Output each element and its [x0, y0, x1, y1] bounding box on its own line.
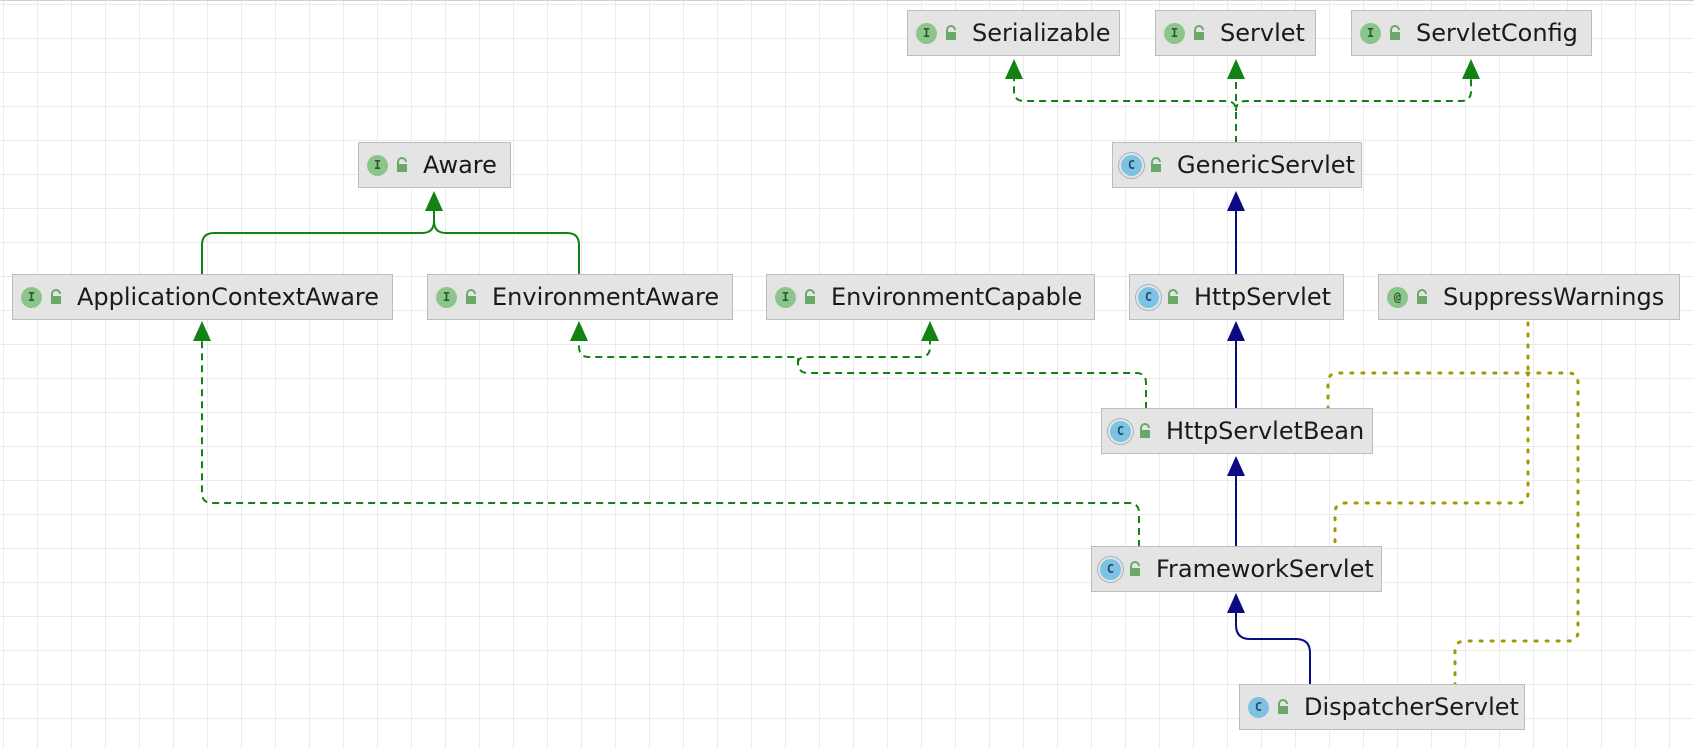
node-servlet[interactable]: I Servlet	[1155, 10, 1316, 56]
class-name: EnvironmentAware	[492, 283, 720, 311]
extends-arrowheads	[1227, 191, 1245, 613]
abstract-class-icon: C	[1100, 558, 1121, 580]
interface-icon: I	[1164, 22, 1185, 44]
node-applicationcontextaware[interactable]: I ApplicationContextAware	[12, 274, 393, 320]
interface-icon: I	[436, 286, 457, 308]
lock-icon	[464, 289, 478, 305]
node-frameworkservlet[interactable]: C FrameworkServlet	[1091, 546, 1382, 592]
class-name: DispatcherServlet	[1304, 693, 1519, 721]
lock-icon	[1166, 289, 1180, 305]
interface-icon: I	[775, 286, 796, 308]
lock-icon	[1276, 699, 1290, 715]
lock-icon	[49, 289, 63, 305]
class-name: SuppressWarnings	[1443, 283, 1665, 311]
node-servletconfig[interactable]: I ServletConfig	[1351, 10, 1592, 56]
interface-icon: I	[21, 286, 42, 308]
lock-icon	[1128, 561, 1142, 577]
lock-icon	[944, 25, 958, 41]
annotation-edges	[1326, 321, 1580, 687]
node-environmentcapable[interactable]: I EnvironmentCapable	[766, 274, 1095, 320]
class-name: HttpServlet	[1194, 283, 1332, 311]
extends-edges	[1235, 209, 1311, 685]
lock-icon	[1149, 157, 1163, 173]
lock-icon	[803, 289, 817, 305]
class-name: ApplicationContextAware	[77, 283, 380, 311]
annotation-icon: @	[1387, 286, 1408, 308]
abstract-class-icon: C	[1138, 286, 1159, 308]
class-name: ServletConfig	[1416, 19, 1578, 47]
class-icon: C	[1248, 696, 1269, 718]
node-genericservlet[interactable]: C GenericServlet	[1112, 142, 1362, 188]
class-name: Serializable	[972, 19, 1111, 47]
lock-icon	[1138, 423, 1152, 439]
aware-extends-edges	[201, 209, 580, 275]
node-serializable[interactable]: I Serializable	[907, 10, 1120, 56]
lock-icon	[1192, 25, 1206, 41]
abstract-class-icon: C	[1110, 420, 1131, 442]
class-name: HttpServletBean	[1166, 417, 1365, 445]
lock-icon	[1388, 25, 1402, 41]
class-name: EnvironmentCapable	[831, 283, 1083, 311]
interface-icon: I	[1360, 22, 1381, 44]
class-name: Servlet	[1220, 19, 1305, 47]
implements-edges	[201, 77, 1472, 547]
node-aware[interactable]: I Aware	[358, 142, 511, 188]
class-name: GenericServlet	[1177, 151, 1355, 179]
node-dispatcherservlet[interactable]: C DispatcherServlet	[1239, 684, 1525, 730]
node-environmentaware[interactable]: I EnvironmentAware	[427, 274, 733, 320]
lock-icon	[1415, 289, 1429, 305]
node-suppresswarnings[interactable]: @ SuppressWarnings	[1378, 274, 1680, 320]
interface-icon: I	[916, 22, 937, 44]
interface-icon: I	[367, 154, 388, 176]
node-httpservlet[interactable]: C HttpServlet	[1129, 274, 1344, 320]
implements-arrowheads	[193, 59, 1480, 341]
class-name: FrameworkServlet	[1156, 555, 1374, 583]
abstract-class-icon: C	[1121, 154, 1142, 176]
lock-icon	[395, 157, 409, 173]
class-name: Aware	[423, 151, 497, 179]
node-httpservletbean[interactable]: C HttpServletBean	[1101, 408, 1373, 454]
